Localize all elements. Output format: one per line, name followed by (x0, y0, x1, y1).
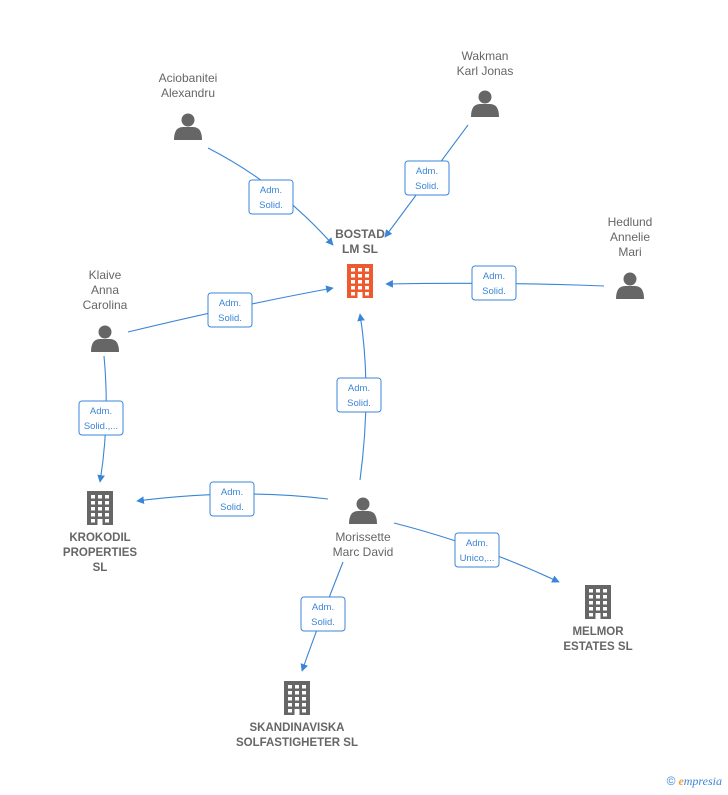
edges-layer: Adm. Solid. Adm. Solid. Adm. Solid. Adm. Solid.… (78, 124, 605, 672)
role-label-box[interactable] (78, 400, 124, 436)
node-krokodil[interactable]: KROKODIL PROPERTIES SL (63, 491, 137, 574)
node-label: KROKODIL (69, 532, 130, 544)
role-label-text: Unico,... (460, 553, 495, 564)
edge-morissette-to-bostad: Adm. Solid. (336, 313, 382, 481)
person-icon (349, 497, 377, 524)
role-label-text: Adm. (219, 298, 241, 309)
person-icon (471, 90, 499, 117)
node-label: Carolina (83, 298, 128, 312)
role-label-box[interactable] (454, 532, 500, 568)
role-label-text: Solid. (220, 502, 244, 513)
role-label-text: Adm. (312, 602, 334, 613)
role-label-text: Solid.,... (84, 421, 118, 432)
node-label: Wakman (462, 49, 509, 63)
role-label-text: Solid. (482, 286, 506, 297)
node-label: SL (93, 562, 108, 574)
node-skandinaviska[interactable]: SKANDINAVISKA SOLFASTIGHETER SL (236, 681, 358, 749)
node-label: Klaive (89, 268, 122, 282)
node-label: Hedlund (608, 215, 653, 229)
role-label-text: Adm. (483, 271, 505, 282)
node-label: BOSTAD (335, 227, 385, 241)
role-label-text: Adm. (221, 487, 243, 498)
edge-hedlund-to-bostad: Adm. Solid. (385, 265, 605, 301)
role-label-text: Adm. (466, 538, 488, 549)
node-melmor[interactable]: MELMOR ESTATES SL (563, 585, 633, 653)
role-label-box[interactable] (248, 179, 294, 215)
node-label: SKANDINAVISKA (250, 722, 345, 734)
role-label-text: Adm. (416, 166, 438, 177)
empresia-watermark: © empresia (667, 774, 722, 789)
edge-wakman-to-bostad: Adm. Solid. (384, 124, 469, 238)
role-label-box[interactable] (336, 377, 382, 413)
role-label-box[interactable] (300, 596, 346, 632)
node-label: Marc David (333, 545, 394, 559)
node-label: PROPERTIES (63, 547, 137, 559)
brand-initial: e (678, 774, 684, 788)
node-label: Alexandru (161, 86, 215, 100)
node-label: Mari (618, 245, 641, 259)
role-label-text: Solid. (415, 181, 439, 192)
role-label-text: Solid. (218, 313, 242, 324)
role-label-text: Solid. (259, 200, 283, 211)
edge-morissette-to-melmor: Adm. Unico,... (393, 522, 560, 583)
brand-name: mpresia (683, 774, 722, 788)
node-label: ESTATES SL (563, 641, 632, 653)
role-label-text: Adm. (260, 185, 282, 196)
role-label-box[interactable] (471, 265, 517, 301)
role-label-text: Adm. (90, 406, 112, 417)
role-label-text: Solid. (311, 617, 335, 628)
building-icon (585, 585, 611, 619)
person-icon (91, 325, 119, 352)
node-label: Annelie (610, 230, 650, 244)
edge-aciobanitei-to-bostad: Adm. Solid. (207, 147, 334, 246)
edge-morissette-to-skandinaviska: Adm. Solid. (300, 561, 346, 672)
edge-morissette-to-krokodil: Adm. Solid. (136, 481, 329, 517)
role-label-box[interactable] (404, 160, 450, 196)
person-icon (174, 113, 202, 140)
node-label: Morissette (335, 530, 391, 544)
node-label: LM SL (342, 242, 378, 256)
person-icon (616, 272, 644, 299)
edge-klaive-to-krokodil: Adm. Solid.,... (78, 355, 124, 483)
node-label: Anna (91, 283, 119, 297)
role-label-text: Solid. (347, 398, 371, 409)
node-label: SOLFASTIGHETER SL (236, 737, 358, 749)
role-label-box[interactable] (207, 292, 253, 328)
building-icon (284, 681, 310, 715)
node-label: Aciobanitei (159, 71, 218, 85)
role-label-text: Adm. (348, 383, 370, 394)
node-label: MELMOR (572, 626, 624, 638)
building-icon (87, 491, 113, 525)
copyright-symbol: © (666, 774, 676, 788)
role-label-box[interactable] (209, 481, 255, 517)
building-icon (347, 264, 373, 298)
node-label: Karl Jonas (457, 64, 514, 78)
edge-klaive-to-bostad: Adm. Solid. (127, 285, 334, 333)
